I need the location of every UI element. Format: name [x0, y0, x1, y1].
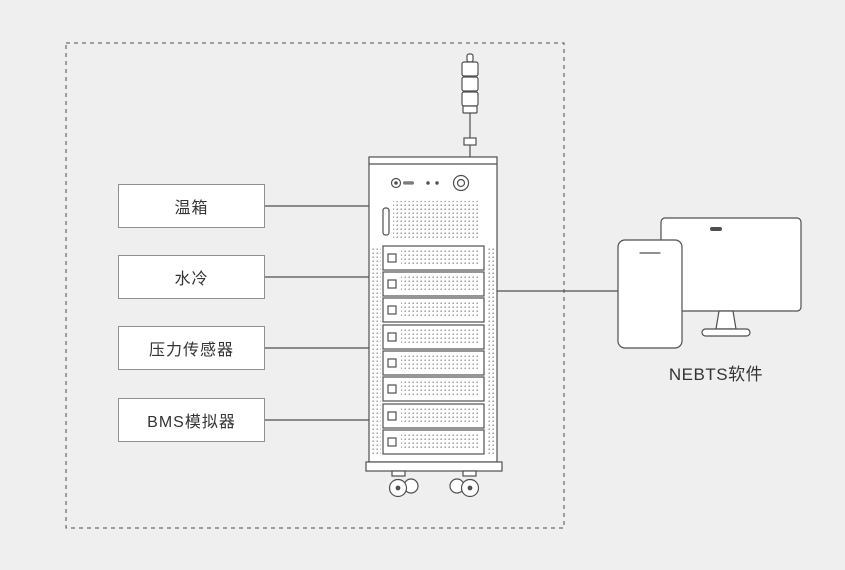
- caster-right-icon: [449, 470, 480, 498]
- monitor-stand-base: [701, 328, 751, 337]
- monitor-camera-icon: [710, 227, 722, 231]
- cabinet-module: [382, 271, 485, 297]
- label-box-pressure-sensor: 压力传感器: [118, 326, 265, 370]
- label-box-temperature-chamber: 温箱: [118, 184, 265, 228]
- cabinet-control-panel: [390, 174, 470, 192]
- water-cooling-label: 水冷: [174, 271, 209, 288]
- monitor-stand-neck: [715, 310, 737, 330]
- equipment-cabinet: [365, 53, 503, 498]
- left-side-vent: [372, 246, 381, 455]
- temperature-chamber-label: 温箱: [174, 200, 209, 217]
- pressure-sensor-label: 压力传感器: [148, 342, 234, 359]
- pc-tower: [617, 239, 683, 349]
- brand-logo-dot-icon: [394, 181, 398, 185]
- right-side-vent: [486, 246, 495, 455]
- power-connector-inner-icon: [456, 178, 466, 188]
- bms-simulator-label: BMS模拟器: [147, 414, 236, 431]
- nebts-software-label: NEBTS软件: [668, 365, 764, 384]
- label-box-water-cooling: 水冷: [118, 255, 265, 299]
- brand-logo-icon: [390, 177, 402, 189]
- cabinet-module: [382, 403, 485, 429]
- grille-handle: [382, 207, 390, 236]
- dashed-boundary: [65, 42, 565, 529]
- cabinet-module: [382, 429, 485, 455]
- cabinet-module: [382, 350, 485, 376]
- brand-wordmark: [403, 181, 414, 185]
- indicator-dot-icon: [435, 181, 439, 185]
- cabinet-module: [382, 324, 485, 350]
- label-box-bms-simulator: BMS模拟器: [118, 398, 265, 442]
- power-connector-icon: [452, 174, 470, 192]
- ventilation-grille: [393, 201, 480, 240]
- computer-workstation: [617, 217, 802, 349]
- cabinet-module: [382, 376, 485, 402]
- cabinet-module: [382, 245, 485, 271]
- cabinet-module: [382, 297, 485, 323]
- caster-left-icon: [388, 470, 419, 498]
- cabinet-base: [365, 461, 503, 472]
- signal-tower-light-icon: [461, 53, 479, 157]
- indicator-dot-icon: [426, 181, 430, 185]
